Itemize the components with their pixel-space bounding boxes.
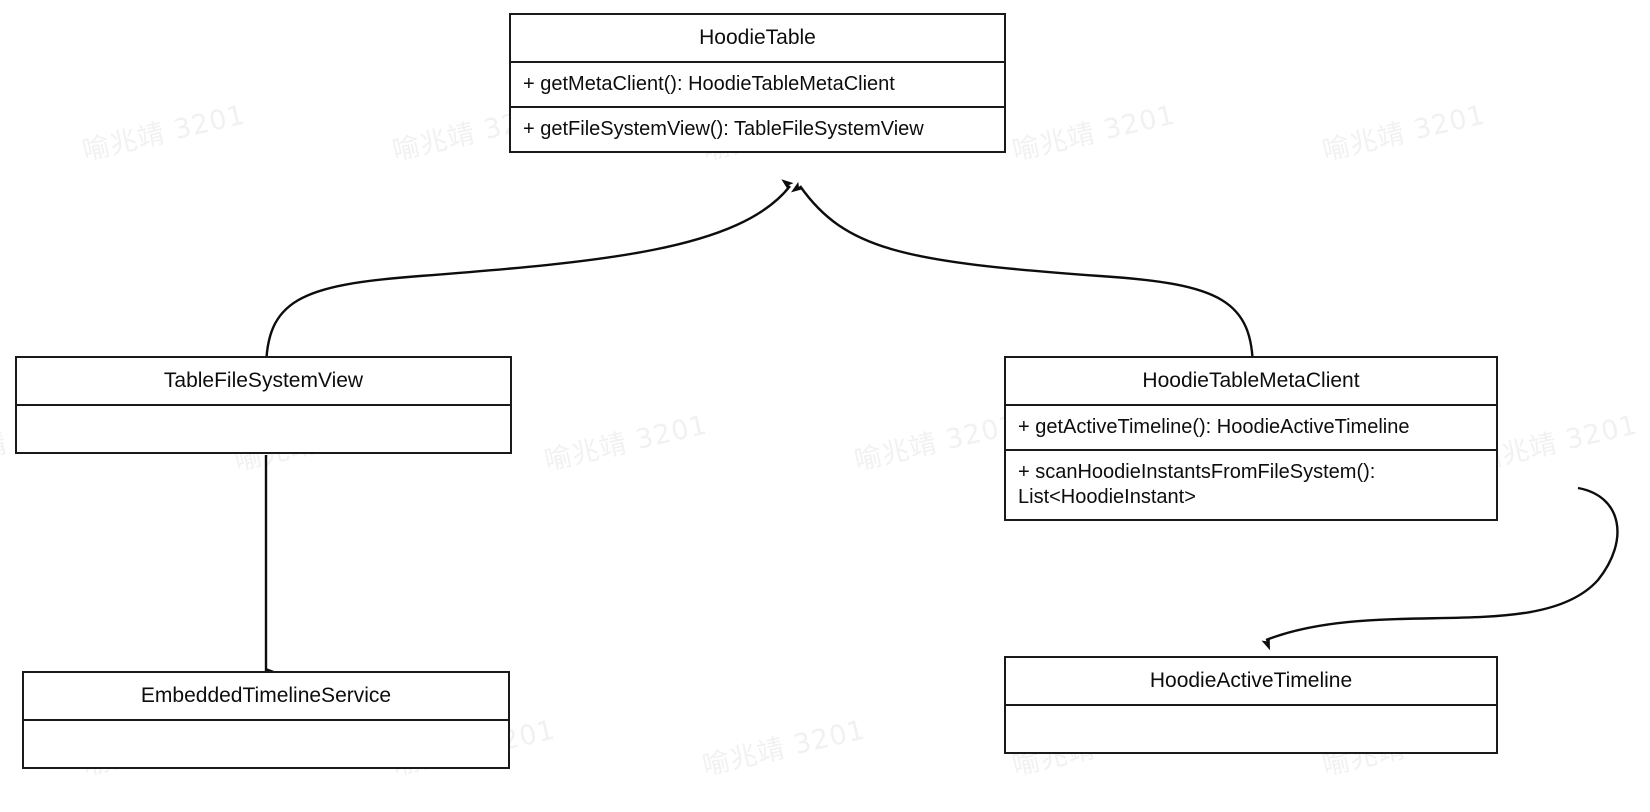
class-members-table-file-system-view <box>17 406 510 452</box>
class-title-table-file-system-view: TableFileSystemView <box>17 358 510 406</box>
class-title-hoodie-active-timeline: HoodieActiveTimeline <box>1006 658 1496 706</box>
class-member: + getActiveTimeline(): HoodieActiveTimel… <box>1018 416 1410 438</box>
class-member: + getFileSystemView(): TableFileSystemVi… <box>511 106 1004 151</box>
class-title-hoodie-table-meta-client: HoodieTableMetaClient <box>1006 358 1496 406</box>
class-box-embedded-timeline-service[interactable]: EmbeddedTimelineService <box>22 671 510 769</box>
edge-hoodietablemetaclient-to-hoodietable <box>791 181 1255 372</box>
class-box-table-file-system-view[interactable]: TableFileSystemView <box>15 356 512 454</box>
class-box-hoodie-active-timeline[interactable]: HoodieActiveTimeline <box>1004 656 1498 754</box>
watermark-text: 喻兆靖 3201 <box>541 409 711 478</box>
class-members-hoodie-table: + getMetaClient(): HoodieTableMetaClient… <box>511 63 1004 151</box>
class-title-hoodie-table: HoodieTable <box>511 15 1004 63</box>
class-members-hoodie-active-timeline <box>1006 706 1496 752</box>
class-members-embedded-timeline-service <box>24 721 508 767</box>
class-title-embedded-timeline-service: EmbeddedTimelineService <box>24 673 508 721</box>
edge-tablefilesystemview-to-hoodietable <box>264 179 794 372</box>
watermark-text: 喻兆靖 3201 <box>1009 99 1179 168</box>
class-member: + getMetaClient(): HoodieTableMetaClient <box>523 73 895 95</box>
class-box-hoodie-table[interactable]: HoodieTable + getMetaClient(): HoodieTab… <box>509 13 1006 153</box>
watermark-text: 喻兆靖 3201 <box>1319 99 1489 168</box>
class-members-hoodie-table-meta-client: + getActiveTimeline(): HoodieActiveTimel… <box>1006 406 1496 519</box>
watermark-text: 喻兆靖 3201 <box>851 409 1021 478</box>
class-member: + scanHoodieInstantsFromFileSystem(): Li… <box>1006 449 1496 519</box>
class-box-hoodie-table-meta-client[interactable]: HoodieTableMetaClient + getActiveTimelin… <box>1004 356 1498 521</box>
watermark-text: 喻兆靖 3201 <box>79 99 249 168</box>
watermark-text: 喻兆靖 3201 <box>699 714 869 783</box>
